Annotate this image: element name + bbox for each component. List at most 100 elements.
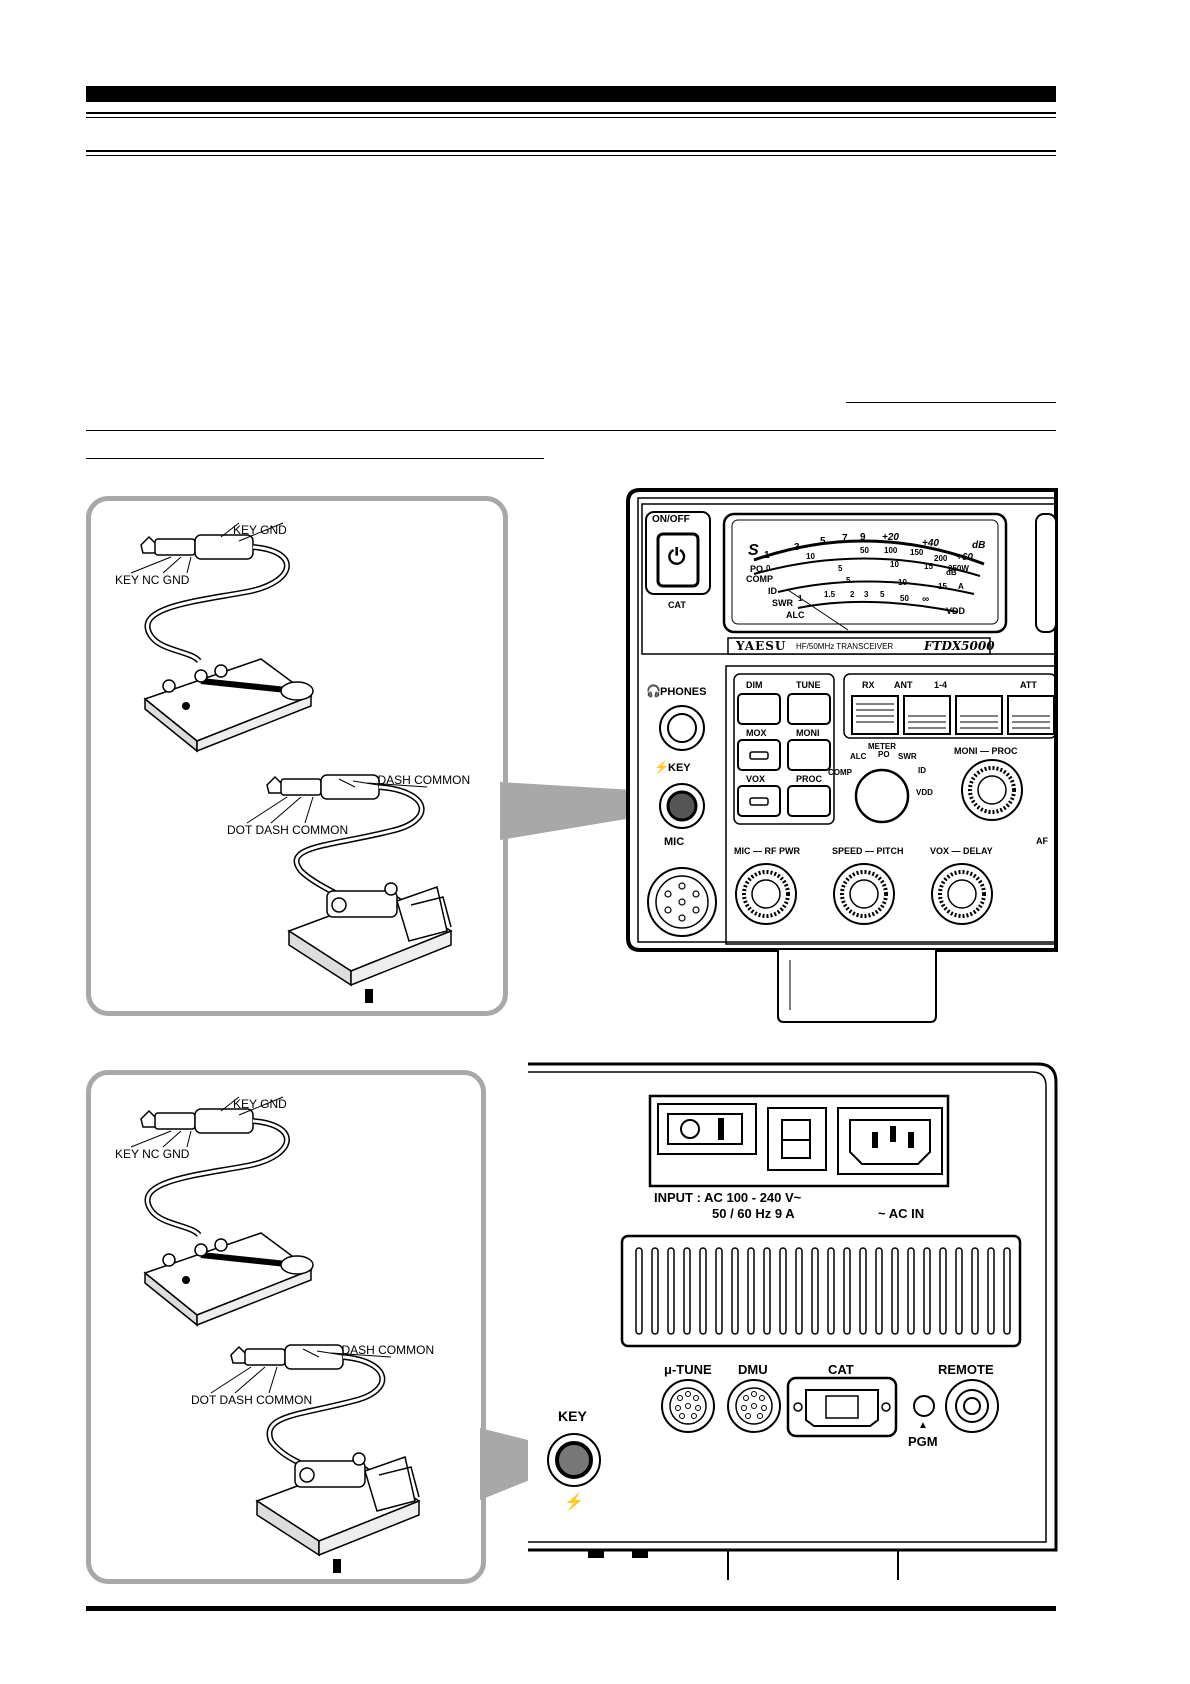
input-rating-line1: INPUT : AC 100 - 240 V~ [654,1190,802,1205]
pgm-arrow-icon: ▲ [918,1420,928,1431]
meter-swr-1: 1 [798,594,803,603]
meter-po-50: 50 [860,546,869,555]
brand-logo: YAESU [736,639,787,653]
rear-key-label: KEY [558,1408,587,1424]
meter-s-plus60: +60 [956,552,973,563]
rear-key-symbol-icon: ⚡ [564,1494,584,1511]
input-rating-line2: 50 / 60 Hz 9 A [712,1206,795,1221]
meter-po-100: 100 [884,546,898,555]
phones-label: PHONES [660,686,707,698]
meter-selector-vdd: VDD [916,788,933,797]
ac-in-label: ~ AC IN [878,1206,925,1221]
meter-selector-po: PO [878,750,890,759]
voltage-switch[interactable] [782,1120,810,1158]
meter-comp-label: COMP [746,574,773,584]
meter-selector-alc: ALC [850,752,867,761]
straight-key-bottom-labels: KEY NC GND [115,573,190,587]
ac-inlet[interactable] [850,1120,930,1164]
meter-comp-10: 10 [890,560,899,569]
meter-po-0: 0 [766,564,771,573]
meter-id-a: A [958,582,964,591]
meter-selector-swr: SWR [898,752,917,761]
power-icon: ⏻ [668,544,686,569]
cat-port-label: CAT [828,1362,854,1377]
meter-id-5: 5 [846,576,851,585]
cat-port[interactable] [788,1378,896,1436]
rear-panel-body [528,1062,1058,1580]
front-key-label: KEY [668,762,691,774]
model-name: FTDX5000 [924,639,995,653]
meter-swr-5: 5 [880,590,885,599]
meter-s-plus20: +20 [882,532,899,543]
meter-s-label: S [748,542,759,559]
mu-tune-connector[interactable] [662,1380,714,1432]
power-switch[interactable] [668,1114,742,1144]
on-off-label: ON/OFF [652,514,690,525]
headphones-icon: 🎧 [646,684,661,698]
cat-indicator-label: CAT [668,600,686,610]
vox-button[interactable]: VOX [746,774,766,784]
moni-button[interactable]: MONI [796,728,820,738]
meter-selector-title: METER [868,742,896,751]
meter-s-1: 1 [764,550,770,561]
vox-delay-knob-label: VOX — DELAY [930,846,993,856]
meter-po-label: PO [750,564,764,574]
meter-po-150: 150 [910,548,924,557]
front-panel-body [626,488,1058,1023]
paddle-illustration [246,774,453,1003]
tune-button[interactable]: TUNE [796,680,821,690]
mic-rf-knob-label: MIC — RF PWR [734,846,800,856]
key-symbol-icon: ⚡ [654,760,669,774]
dim-button[interactable]: DIM [746,680,763,690]
paddle-bottom-labels: DOT DASH COMMON [227,823,349,837]
header-rule-4 [86,155,1056,156]
rear-straight-key-illustration [130,1096,314,1327]
meter-po-250w: 250W [948,564,969,573]
front-panel: ON/OFF ⏻ CAT S 1 3 5 7 9 +20 +40 +60 dB … [626,488,1058,1023]
meter-comp-db: dB [946,568,957,577]
meter-po-10: 10 [806,552,815,561]
pgm-label: PGM [908,1434,938,1449]
meter-po-200: 200 [934,554,948,563]
dmu-connector[interactable] [728,1380,780,1432]
af-label: AF [1036,836,1048,846]
header-rule-2 [86,117,1056,118]
moni-proc-knob-label: MONI — PROC [954,746,1018,756]
short-rule [846,402,1056,403]
dmu-label: DMU [738,1362,768,1377]
footer-bar [86,1606,1056,1611]
rear-paddle-illustration [210,1344,421,1573]
pgm-switch[interactable] [914,1396,934,1416]
rear-panel: INPUT : AC 100 - 240 V~ 50 / 60 Hz 9 A ~… [528,1062,1058,1584]
ant-label: ANT [894,680,913,690]
meter-s-plus40: +40 [922,538,939,549]
mic-label: MIC [664,836,685,848]
section-rule [86,430,1056,431]
speed-pitch-knob-label: SPEED — PITCH [832,846,904,856]
meter-s-db: dB [972,540,986,551]
model-description: HF/50MHz TRANSCEIVER [796,642,894,651]
proc-button[interactable]: PROC [796,774,823,784]
rear-key-jack[interactable] [548,1434,600,1486]
mox-button[interactable]: MOX [746,728,767,738]
meter-selector-id: ID [918,766,926,775]
rear-key-inset: KEY GND KEY NC GND DOT DASH COMMON DOT D… [86,1070,486,1584]
remote-label: REMOTE [938,1362,994,1377]
meter-s-7: 7 [842,533,848,544]
meter-comp-15: 15 [924,562,933,571]
meter-swr-label: SWR [772,598,793,608]
meter-vdd-50: 50 [900,594,909,603]
meter-swr-2: 2 [850,590,855,599]
meter-selector-comp: COMP [828,768,852,777]
meter-vdd-label: VDD [946,606,966,616]
remote-jack[interactable] [946,1380,998,1432]
meter-id-10: 10 [898,578,907,587]
meter-alc-label: ALC [786,610,805,620]
meter-s-5: 5 [820,536,826,547]
meter-id-label: ID [768,586,777,596]
meter-swr-1-5: 1.5 [824,590,836,599]
meter-comp-5: 5 [838,564,843,573]
ant-range-label: 1-4 [934,680,948,690]
front-key-inset: KEY GND KEY NC GND DOT DASH COMMON DOT D… [86,496,508,1016]
rx-label: RX [862,680,875,690]
